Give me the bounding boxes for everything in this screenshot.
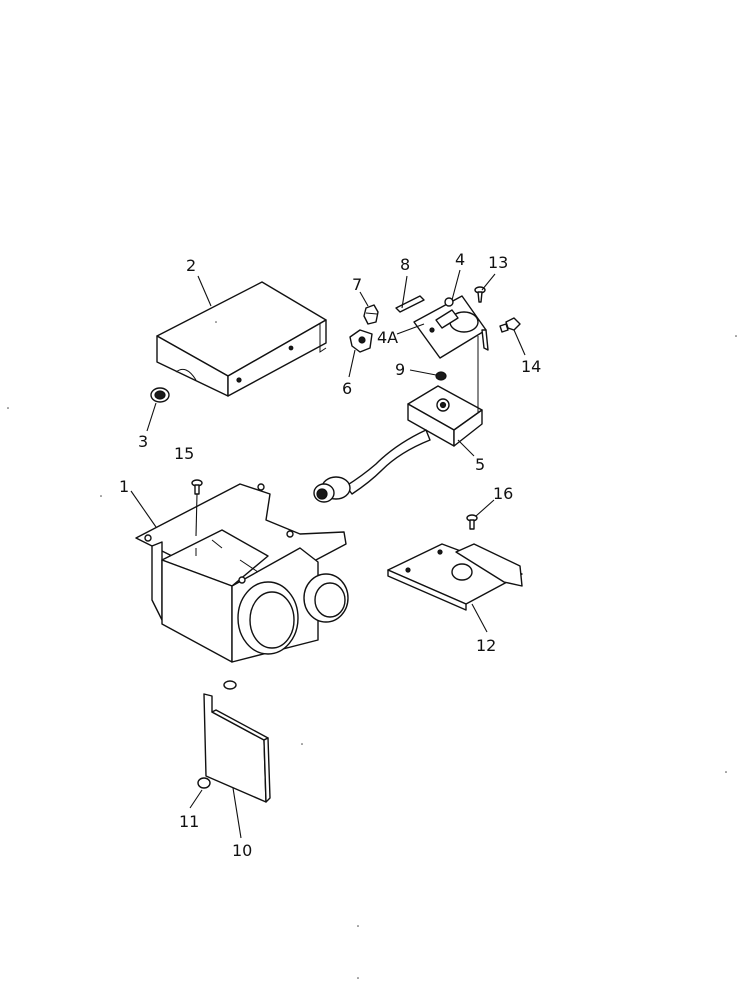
part-2-cover [156, 281, 327, 397]
callout-3: 3 [138, 432, 148, 451]
callout-9: 9 [395, 360, 405, 379]
callout-7: 7 [352, 275, 362, 294]
callout-4: 4 [455, 250, 465, 269]
callout-16: 16 [493, 484, 513, 503]
callout-labels: 1 2 3 4 4A 5 6 7 8 9 10 11 12 13 14 15 1… [119, 250, 541, 860]
part-13-screw [474, 286, 486, 303]
callout-10: 10 [232, 841, 252, 860]
callout-15: 15 [174, 444, 194, 463]
callout-4a: 4A [377, 328, 398, 347]
part-11-washer [197, 777, 211, 789]
print-specks [7, 321, 737, 979]
part-8-pin [395, 295, 425, 313]
part-9-knob [435, 371, 447, 381]
part-6-clip [349, 329, 373, 353]
callout-1: 1 [119, 477, 129, 496]
part-5-actuator [313, 336, 483, 503]
part-3-nut [150, 387, 170, 403]
callout-6: 6 [342, 379, 352, 398]
part-16-screw [466, 514, 478, 530]
callout-8: 8 [400, 255, 410, 274]
part-12-plate [387, 543, 523, 611]
part-1-heater-box [135, 483, 349, 663]
part-7-nut [363, 304, 379, 325]
part-10-filter-plate [203, 680, 271, 803]
part-15-screw [191, 479, 203, 495]
callout-11: 11 [179, 812, 199, 831]
callout-5: 5 [475, 455, 485, 474]
callout-13: 13 [488, 253, 508, 272]
callout-12: 12 [476, 636, 496, 655]
part-14-bolt [499, 317, 521, 333]
callout-2: 2 [186, 256, 196, 275]
part-4-bracket [413, 295, 489, 359]
leader-lines [130, 269, 526, 839]
callout-14: 14 [521, 357, 541, 376]
